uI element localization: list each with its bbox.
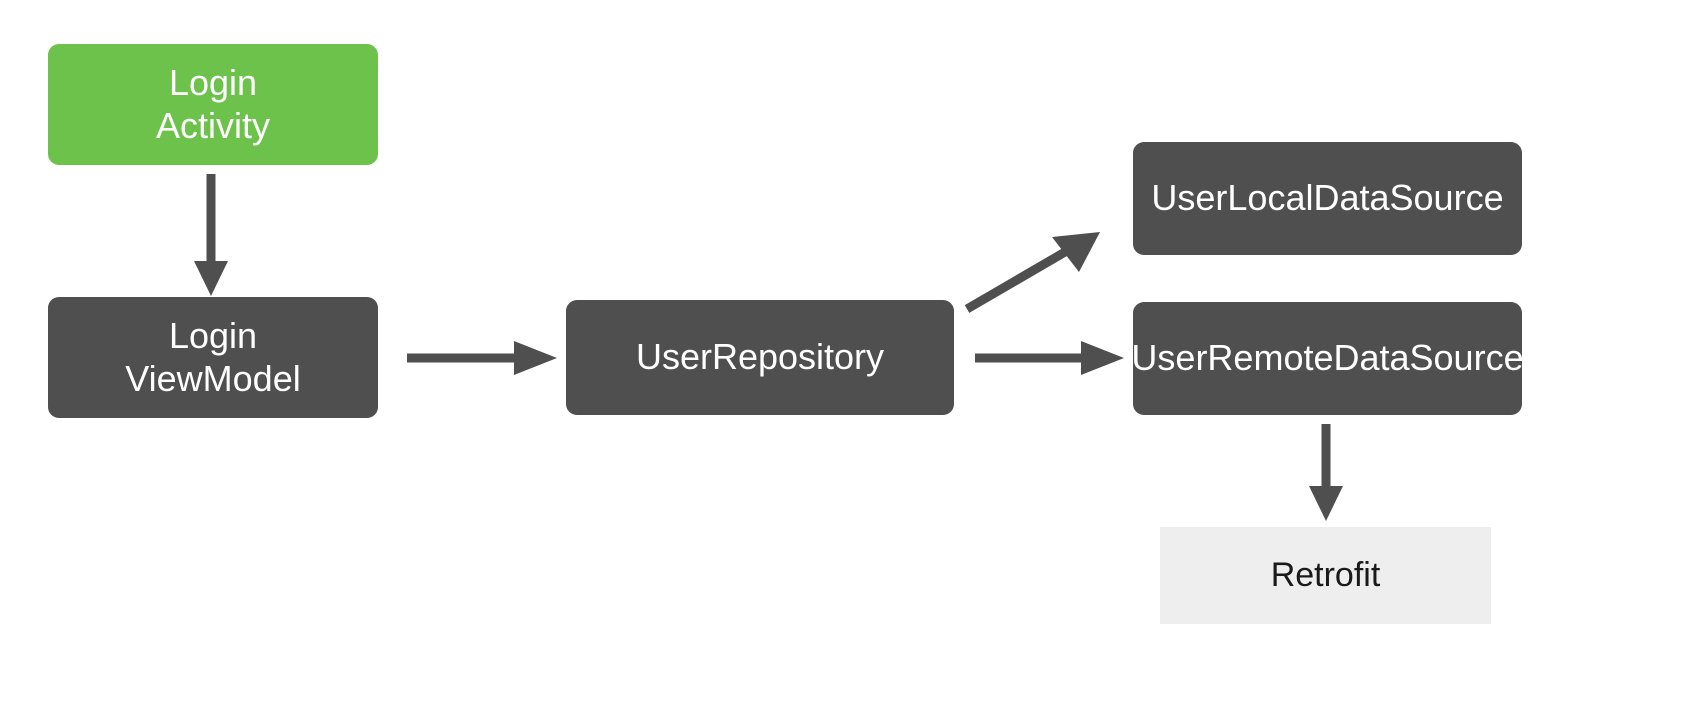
edge-viewmodel-to-repository: [407, 341, 557, 375]
edge-remote-to-retrofit: [1309, 424, 1343, 521]
node-retrofit[interactable]: Retrofit: [1160, 527, 1491, 624]
node-user-remote-datasource[interactable]: UserRemoteDataSource: [1131, 302, 1524, 415]
edge-repository-to-remote: [975, 341, 1124, 375]
node-login-viewmodel[interactable]: Login ViewModel: [48, 297, 378, 418]
node-user-local-datasource[interactable]: UserLocalDataSource: [1133, 142, 1522, 255]
node-login-activity[interactable]: Login Activity: [48, 44, 378, 165]
edge-repository-to-local: [964, 232, 1100, 313]
edge-activity-to-viewmodel: [194, 174, 228, 296]
node-user-repository[interactable]: UserRepository: [566, 300, 954, 415]
